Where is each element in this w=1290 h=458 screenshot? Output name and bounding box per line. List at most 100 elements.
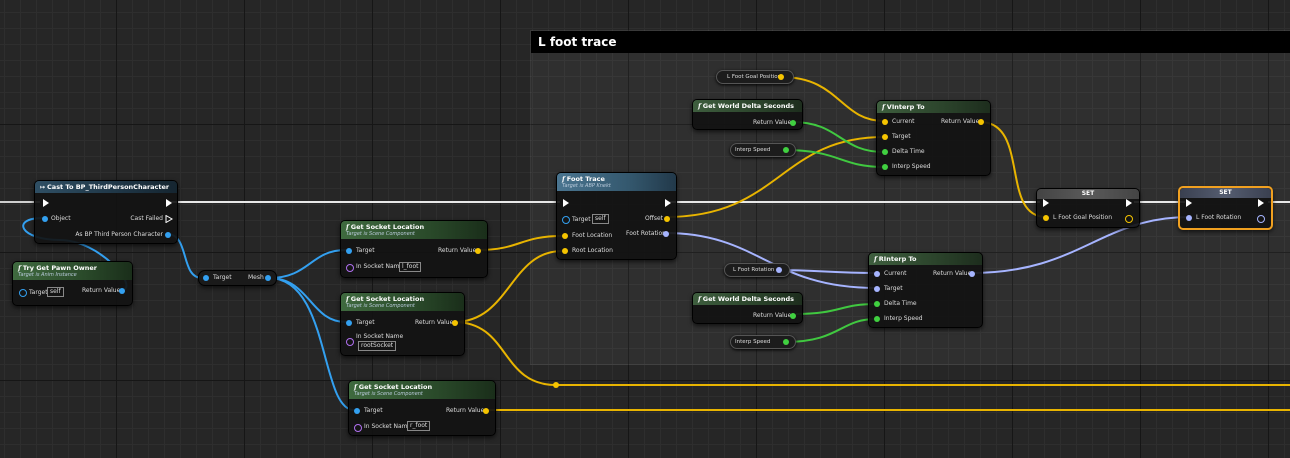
object-wire xyxy=(268,277,355,411)
rinterp-current-pin[interactable] xyxy=(874,271,880,277)
socket3-socket-label: In Socket Name xyxy=(364,423,412,430)
foot-trace-foot-rotation-pin[interactable] xyxy=(663,231,669,237)
set2-header: SET xyxy=(1180,188,1271,198)
set2-title: SET xyxy=(1219,189,1232,196)
set2-out-pin[interactable] xyxy=(1257,215,1265,223)
mesh-getter-node[interactable]: Target Mesh xyxy=(198,270,277,286)
rinterp-title: RInterp To xyxy=(878,255,917,263)
socket2-target-pin[interactable] xyxy=(346,320,352,326)
socket1-title: Get Socket Location xyxy=(350,223,425,231)
socket3-socket-pin[interactable] xyxy=(354,424,362,432)
foot-trace-foot-rotation-label: Foot Rotation xyxy=(626,230,666,237)
world-delta2-return-pin[interactable] xyxy=(790,313,796,319)
object-pin[interactable] xyxy=(42,216,48,222)
world-delta1-return-pin[interactable] xyxy=(790,120,796,126)
rinterp-speed-pin[interactable] xyxy=(874,316,880,322)
set-lfoot-goal-position-node[interactable]: SET L Foot Goal Position xyxy=(1036,188,1140,228)
interp-speed2-pin[interactable] xyxy=(783,339,789,345)
vinterp-return-pin[interactable] xyxy=(978,119,984,125)
foot-trace-exec-out[interactable] xyxy=(665,199,671,207)
world-delta2-title: Get World Delta Seconds xyxy=(702,295,795,303)
set2-value-pin[interactable] xyxy=(1186,215,1192,221)
mesh-target-pin[interactable] xyxy=(203,275,209,281)
lfoot-rotation-variable[interactable]: L Foot Rotation xyxy=(724,263,790,277)
vinterp-speed-pin[interactable] xyxy=(882,164,888,170)
interp-speed1-pin[interactable] xyxy=(783,147,789,153)
lfoot-goal-position-pin[interactable] xyxy=(778,74,784,80)
socket1-socket-pin[interactable] xyxy=(346,264,354,272)
interp-speed2-label: Interp Speed xyxy=(735,339,771,345)
socket2-socket-input[interactable]: rootSocket xyxy=(358,341,397,351)
set1-value-pin[interactable] xyxy=(1043,215,1049,221)
vector-wire xyxy=(477,235,563,251)
set1-out-pin[interactable] xyxy=(1125,215,1133,223)
vector-wire xyxy=(453,321,1290,386)
vector-wire xyxy=(453,250,563,323)
vinterp-current-pin[interactable] xyxy=(882,119,888,125)
socket1-return-pin[interactable] xyxy=(475,248,481,254)
lfoot-rotation-pin[interactable] xyxy=(776,267,782,273)
lfoot-goal-position-variable[interactable]: L Foot Goal Position xyxy=(716,70,794,84)
pawn-owner-subtitle: Target is Anim Instance xyxy=(18,272,77,278)
pawn-owner-target-pin[interactable] xyxy=(19,289,27,297)
socket3-target-pin[interactable] xyxy=(354,408,360,414)
socket1-socket-input[interactable]: l_foot xyxy=(399,262,422,272)
set2-exec-out[interactable] xyxy=(1258,199,1264,207)
foot-trace-offset-pin[interactable] xyxy=(664,216,670,222)
socket3-socket-input[interactable]: r_foot xyxy=(407,421,431,431)
rinterp-current-label: Current xyxy=(884,270,907,277)
rinterp-delta-label: Delta Time xyxy=(884,300,917,307)
set2-exec-in[interactable] xyxy=(1186,199,1192,207)
interp-speed-variable-2[interactable]: Interp Speed xyxy=(730,335,796,349)
foot-trace-target-pin[interactable] xyxy=(562,216,570,224)
function-icon: f xyxy=(698,295,701,303)
vinterp-delta-label: Delta Time xyxy=(892,148,925,155)
rinterp-target-pin[interactable] xyxy=(874,286,880,292)
socket3-return-pin[interactable] xyxy=(483,408,489,414)
world-delta2-return-label: Return Value xyxy=(753,312,792,319)
pawn-owner-return-pin[interactable] xyxy=(119,288,125,294)
vector-wire xyxy=(665,136,885,218)
mesh-out-pin[interactable] xyxy=(265,275,271,281)
vector-wire xyxy=(780,76,885,122)
foot-trace-exec-in[interactable] xyxy=(563,199,569,207)
set1-exec-out[interactable] xyxy=(1126,199,1132,207)
interp-speed-variable-1[interactable]: Interp Speed xyxy=(730,143,796,157)
set1-exec-in[interactable] xyxy=(1043,199,1049,207)
vinterp-target-pin[interactable] xyxy=(882,134,888,140)
vector-wire xyxy=(979,121,1047,218)
socket2-socket-pin[interactable] xyxy=(346,338,354,346)
vinterp-delta-pin[interactable] xyxy=(882,149,888,155)
exec-in-pin[interactable] xyxy=(43,199,49,207)
vinterp-current-label: Current xyxy=(892,118,915,125)
exec-out-pin[interactable] xyxy=(166,199,172,207)
socket2-return-pin[interactable] xyxy=(452,320,458,326)
as-character-pin[interactable] xyxy=(165,232,171,238)
cast-icon: ↦ xyxy=(40,184,46,191)
rinterp-return-pin[interactable] xyxy=(969,271,975,277)
foot-trace-foot-location-pin[interactable] xyxy=(562,233,568,239)
socket1-target-pin[interactable] xyxy=(346,248,352,254)
foot-trace-target-value[interactable]: self xyxy=(592,214,609,224)
cast-failed-exec-icon[interactable] xyxy=(165,215,173,223)
rinterp-delta-pin[interactable] xyxy=(874,301,880,307)
set-lfoot-rotation-node[interactable]: SET L Foot Rotation xyxy=(1178,186,1273,230)
function-icon: f xyxy=(874,255,877,263)
foot-trace-root-location-pin[interactable] xyxy=(562,248,568,254)
object-wire xyxy=(268,249,347,279)
as-character-label: As BP Third Person Character xyxy=(75,231,163,238)
cast-node[interactable]: ↦Cast To BP_ThirdPersonCharacter Object … xyxy=(34,180,178,244)
pawn-owner-target-value[interactable]: self xyxy=(47,287,64,297)
